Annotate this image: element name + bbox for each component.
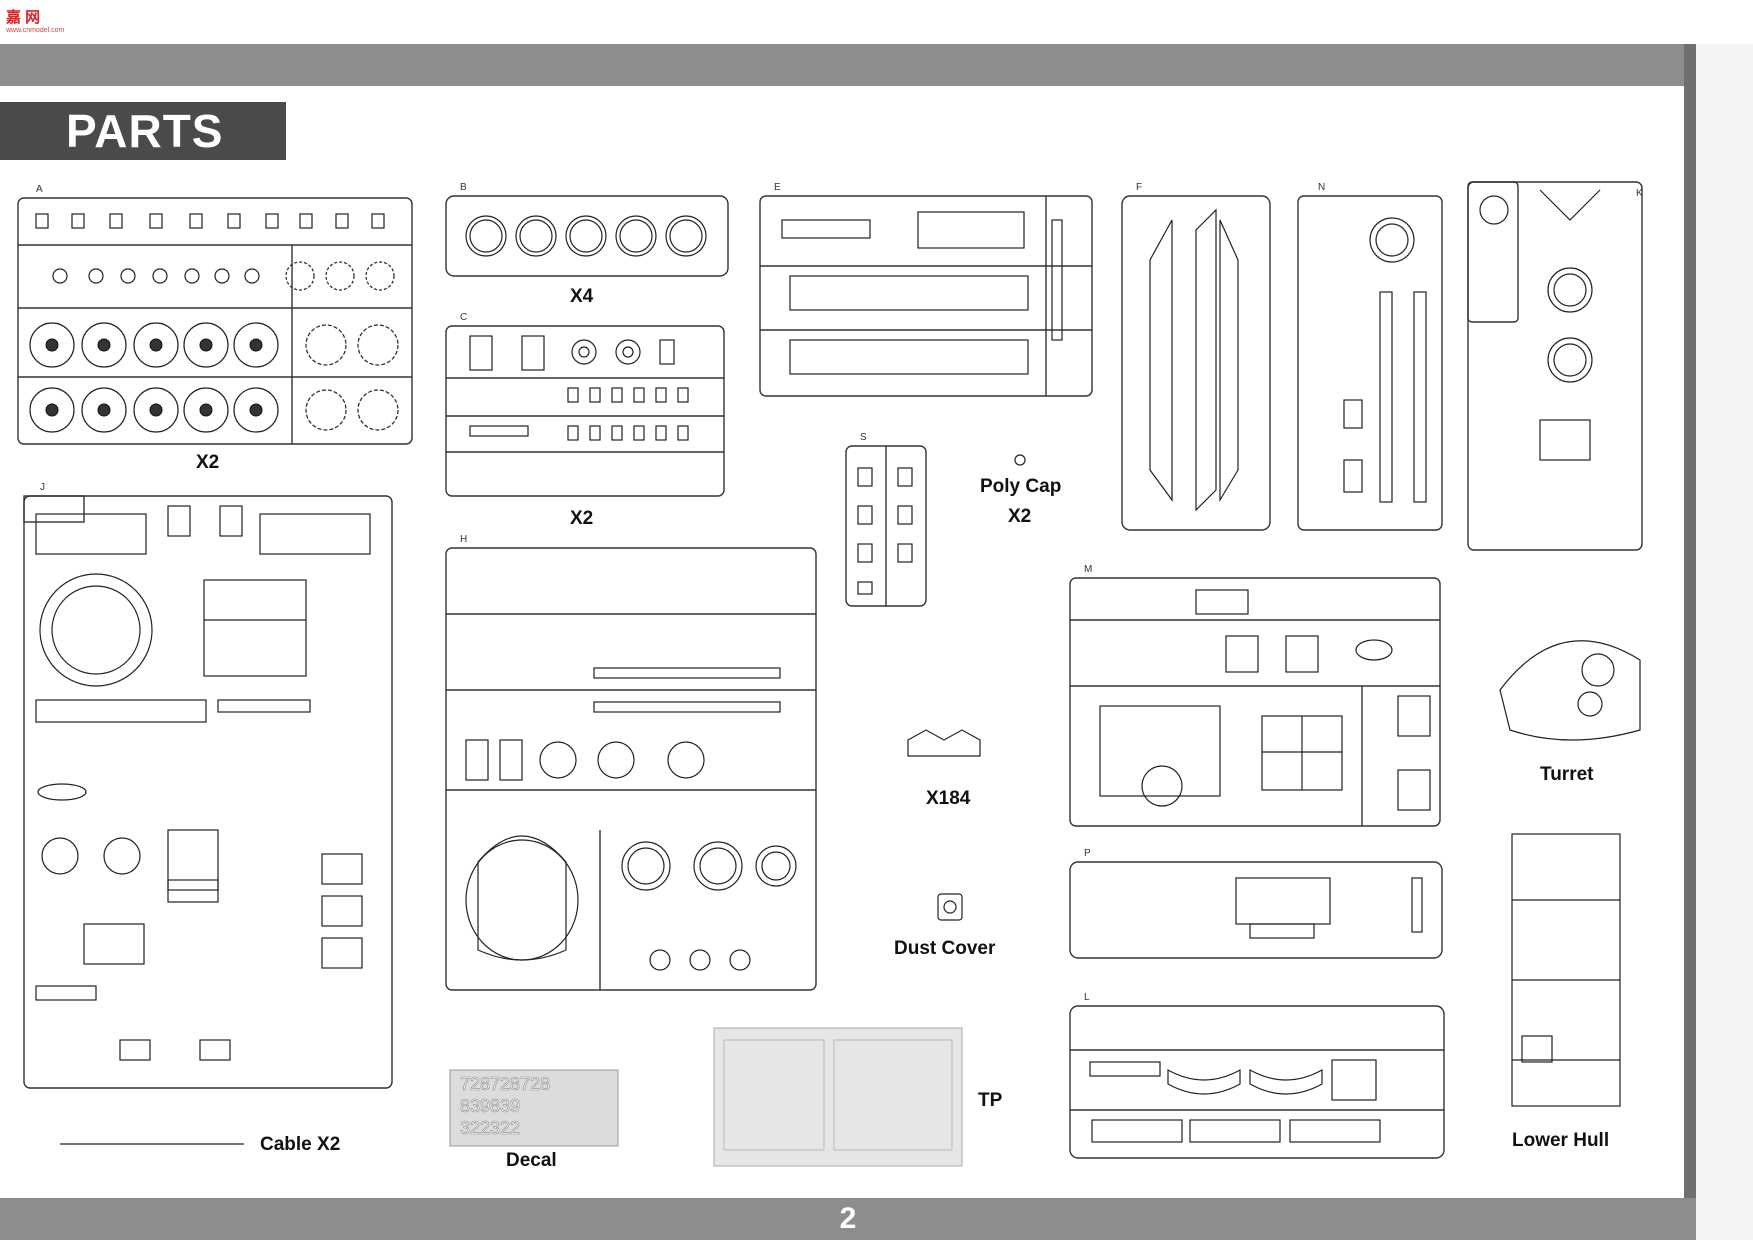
dust-cover-label: Dust Cover — [894, 938, 996, 959]
watermark-logo: 嘉 网 www.cnmodel.com — [6, 6, 64, 34]
footer-band — [0, 1198, 1696, 1240]
watermark-url: www.cnmodel.com — [6, 27, 65, 34]
svg-text:J: J — [40, 482, 45, 493]
poly-cap-multiplier: X2 — [1008, 506, 1032, 527]
cable-label: Cable X2 — [260, 1134, 341, 1155]
photo-etch-sheet — [713, 1027, 963, 1167]
turret-part — [1499, 640, 1641, 741]
tp-label: TP — [978, 1090, 1003, 1111]
dust-cover-part — [937, 893, 963, 921]
sprue-b-multiplier: X4 — [570, 286, 594, 307]
watermark-text: 嘉 网 — [6, 9, 41, 26]
svg-text:E: E — [774, 182, 781, 193]
sprue-p: P — [1069, 848, 1443, 959]
svg-text:H: H — [460, 534, 467, 545]
decal-label: Decal — [506, 1150, 557, 1171]
sprue-k: K — [1467, 181, 1643, 551]
svg-text:C: C — [460, 312, 467, 323]
decal-line1: 728728728 — [460, 1074, 550, 1094]
sprue-a: A — [17, 184, 413, 445]
binding-edge — [1684, 44, 1696, 1199]
decal-line3: 322322 — [460, 1118, 520, 1138]
sprue-l: L — [1069, 992, 1445, 1159]
title-banner — [0, 102, 286, 160]
header-band — [0, 44, 1696, 86]
sprue-f: F — [1121, 182, 1271, 531]
svg-text:P: P — [1084, 848, 1091, 859]
turret-label: Turret — [1540, 764, 1594, 785]
lower-hull-label: Lower Hull — [1512, 1130, 1610, 1151]
parts-diagram: A — [17, 181, 1643, 1167]
svg-text:B: B — [460, 182, 467, 193]
svg-text:S: S — [860, 432, 867, 443]
track-multiplier: X184 — [926, 788, 971, 809]
poly-cap-label: Poly Cap — [980, 476, 1062, 497]
sprue-c-multiplier: X2 — [570, 508, 594, 529]
page-number: 2 — [839, 1202, 857, 1235]
svg-text:M: M — [1084, 564, 1092, 575]
sprue-h: H — [445, 534, 817, 991]
sprue-n: N — [1297, 182, 1443, 531]
sprue-m: M — [1069, 564, 1441, 827]
sprue-s: S — [845, 432, 927, 607]
lower-hull-part — [1511, 833, 1621, 1107]
poly-cap-part — [1014, 454, 1026, 466]
page-edge-right — [1696, 44, 1753, 1240]
sprue-b: B — [445, 182, 729, 277]
svg-text:A: A — [36, 184, 43, 195]
top-margin — [0, 0, 1753, 44]
page-title: PARTS — [66, 105, 224, 157]
svg-text:F: F — [1136, 182, 1142, 193]
decal-line2: 839839 — [460, 1096, 520, 1116]
svg-text:L: L — [1084, 992, 1090, 1003]
svg-text:K: K — [1636, 188, 1643, 199]
svg-text:N: N — [1318, 182, 1325, 193]
track-link — [907, 729, 981, 757]
sprue-j: J — [23, 482, 393, 1089]
sprue-e: E — [759, 182, 1093, 397]
sprue-a-multiplier: X2 — [196, 452, 220, 473]
decal-sheet: 728728728 839839 322322 — [449, 1069, 619, 1147]
sprue-c: C — [445, 312, 725, 497]
